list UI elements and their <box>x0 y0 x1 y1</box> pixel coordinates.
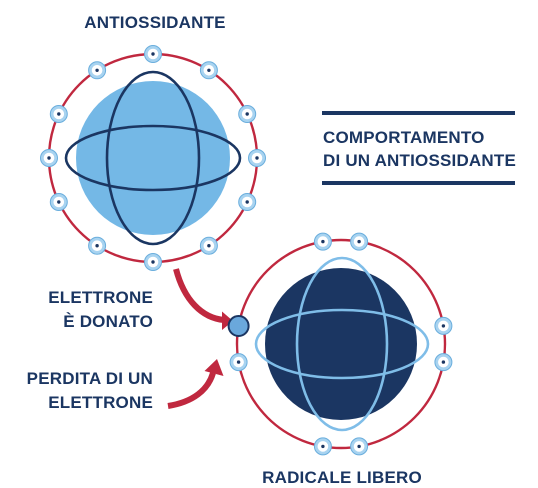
electron <box>199 236 218 255</box>
heading-line-2: DI UN ANTIOSSIDANTE <box>323 151 516 170</box>
electron <box>88 61 107 80</box>
antioxidant-atom <box>40 45 266 271</box>
nucleus <box>76 81 230 235</box>
donated-label-line-2: È DONATO <box>63 312 153 331</box>
electron <box>238 193 257 211</box>
electron <box>313 232 332 251</box>
electron <box>144 253 162 271</box>
free-radical-atom <box>227 232 453 456</box>
electron <box>144 45 162 63</box>
electron-loss-arrow <box>167 359 224 409</box>
electron <box>49 105 68 123</box>
electron <box>199 61 218 80</box>
electron <box>350 232 369 251</box>
antioxidant-label: ANTIOSSIDANTE <box>84 13 225 32</box>
free-radical-label: RADICALE LIBERO <box>262 468 422 487</box>
donated-label-line-1: ELETTRONE <box>48 288 153 307</box>
orbital-ellipse-horizontal <box>254 308 430 380</box>
electron <box>434 316 453 335</box>
heading-line-1: COMPORTAMENTO <box>323 128 485 147</box>
donated-electron <box>227 315 250 337</box>
electron <box>313 437 332 456</box>
heading-rule-bottom <box>322 181 515 185</box>
loss-label-line-1: PERDITA DI UN <box>27 369 153 388</box>
orbital-ellipse-vertical <box>105 70 201 246</box>
donation-arrow <box>173 268 233 330</box>
electron <box>40 149 58 167</box>
electron <box>238 105 257 123</box>
electron <box>248 149 266 167</box>
orbital-ellipse-horizontal <box>64 124 242 192</box>
loss-label-line-2: ELETTRONE <box>48 393 153 412</box>
orbital-ellipse-vertical <box>295 256 389 432</box>
electron <box>434 353 453 372</box>
heading-rule-top <box>322 111 515 115</box>
electron <box>350 437 369 456</box>
electron <box>229 353 248 372</box>
orbit-ring <box>235 238 447 450</box>
nucleus <box>265 268 417 420</box>
electron <box>49 193 68 211</box>
electron <box>88 236 107 255</box>
